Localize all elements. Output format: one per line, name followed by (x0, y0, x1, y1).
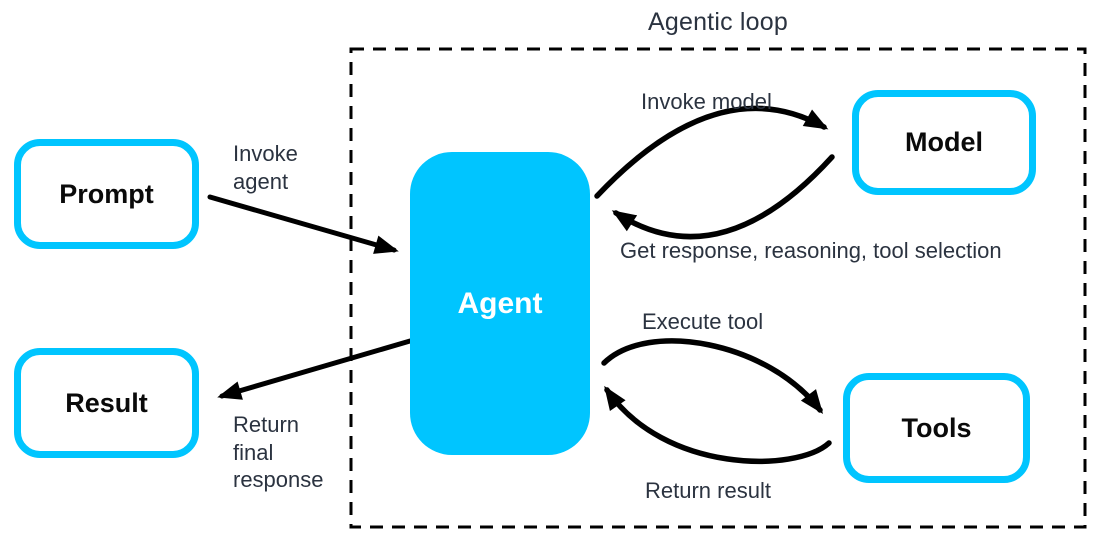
arrow-return-result (604, 385, 832, 464)
prompt-node-label: Prompt (59, 178, 154, 209)
agent-node: Agent (410, 152, 590, 455)
invoke-model-label: Invoke model (641, 89, 772, 114)
agentic-loop-boundary (349, 47, 1087, 529)
return-final-response-label: Return final response (233, 412, 324, 492)
model-node: Model (852, 90, 1036, 195)
arrow-return-final-response (217, 338, 413, 400)
arrow-get-response (611, 154, 835, 240)
arrow-execute-tool (601, 338, 824, 414)
agentic-loop-title: Agentic loop (648, 8, 788, 36)
prompt-node: Prompt (14, 139, 199, 249)
model-node-label: Model (905, 127, 983, 157)
arrow-invoke-agent (207, 194, 399, 254)
result-node-label: Result (65, 387, 148, 418)
result-node: Result (14, 348, 199, 458)
tools-node-label: Tools (901, 412, 972, 443)
get-response-label: Get response, reasoning, tool selection (620, 238, 1002, 263)
tools-node: Tools (843, 373, 1030, 483)
invoke-agent-label: Invoke agent (233, 141, 298, 194)
return-result-label: Return result (645, 478, 771, 503)
agent-node-label: Agent (457, 286, 543, 320)
arrow-invoke-model (594, 105, 829, 199)
execute-tool-label: Execute tool (642, 309, 764, 334)
